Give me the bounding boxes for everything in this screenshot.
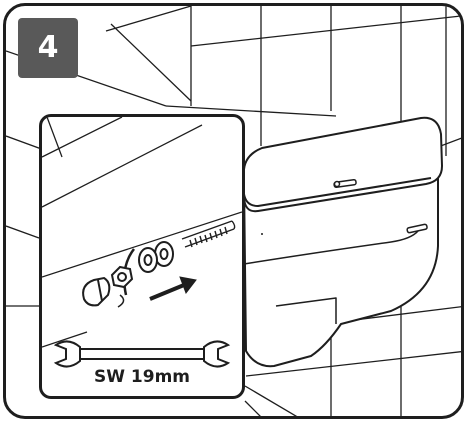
detail-inset-panel: SW 19mm bbox=[39, 114, 245, 399]
detail-wall-lines bbox=[42, 117, 242, 348]
threaded-rod-icon bbox=[181, 220, 236, 248]
step-number-badge: 4 bbox=[18, 18, 78, 78]
wrench-size-label: SW 19mm bbox=[94, 367, 190, 387]
main-scene bbox=[6, 6, 461, 416]
washer-icon bbox=[138, 241, 174, 273]
cap-nut-icon bbox=[82, 276, 111, 307]
arrow-right-icon bbox=[149, 276, 197, 301]
wrench-icon bbox=[53, 340, 231, 368]
detail-drawing bbox=[42, 117, 242, 368]
flush-button-icon bbox=[333, 178, 428, 234]
hex-nut-icon bbox=[110, 265, 134, 308]
illustration-frame: 4 bbox=[3, 3, 464, 419]
toilet-bowl bbox=[242, 116, 443, 368]
